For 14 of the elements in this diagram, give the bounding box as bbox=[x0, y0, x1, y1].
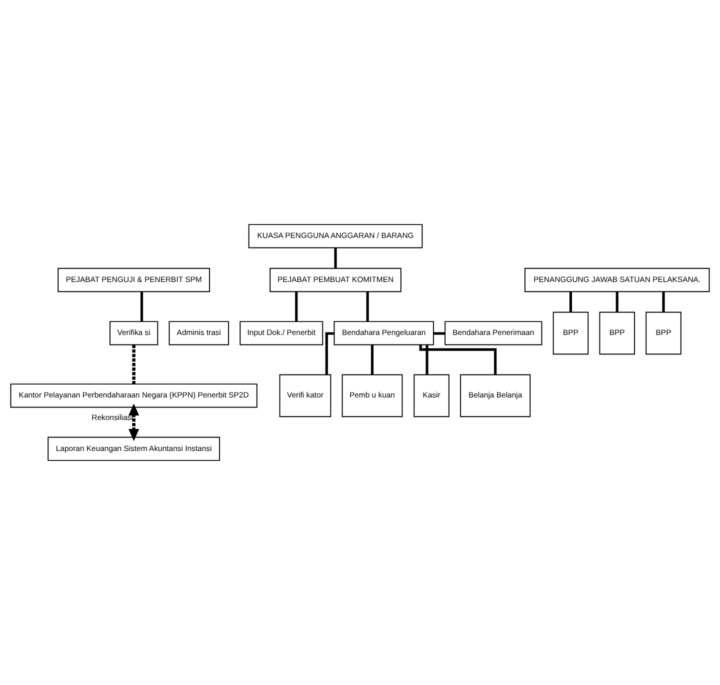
connector bbox=[132, 344, 136, 384]
connector bbox=[370, 344, 374, 375]
connector bbox=[419, 344, 497, 375]
connector bbox=[426, 344, 428, 375]
connector bbox=[433, 332, 445, 335]
connector bbox=[140, 292, 144, 322]
connector bbox=[662, 292, 665, 312]
connector bbox=[569, 292, 572, 312]
arrow bbox=[128, 403, 140, 442]
connector bbox=[325, 332, 334, 375]
connector bbox=[295, 292, 298, 322]
connector bbox=[616, 292, 618, 312]
connector bbox=[366, 292, 369, 322]
connector bbox=[334, 248, 337, 268]
